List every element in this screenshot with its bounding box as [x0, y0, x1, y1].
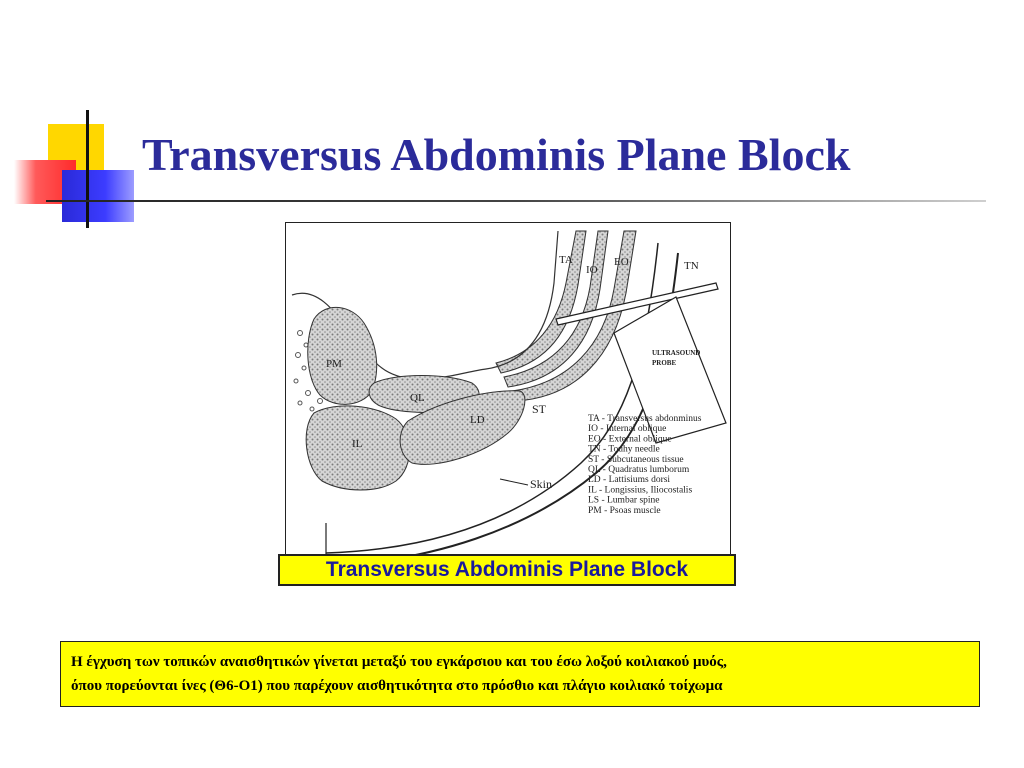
description-line-1: Η έγχυση των τοπικών αναισθητικών γίνετα…: [71, 654, 727, 670]
description-line-2: όπου πορεύονται ίνες (Θ6-Ο1) που παρέχου…: [71, 678, 723, 694]
anatomy-figure: TA IO EO TN PM QL IL LD ST Skin ULTRASOU…: [285, 222, 731, 586]
label-ta: TA: [559, 254, 573, 266]
legend-item: TA - Transversus abdonminus: [588, 414, 702, 424]
legend-item: IO - Internal oblique: [588, 424, 666, 434]
ornament-vertical-line: [86, 110, 89, 228]
legend-item: PM - Psoas muscle: [588, 506, 661, 516]
label-probe-2: PROBE: [652, 359, 676, 367]
label-il: IL: [352, 438, 363, 450]
anatomy-diagram: TA IO EO TN PM QL IL LD ST Skin ULTRASOU…: [291, 230, 727, 568]
touhy-needle: [555, 282, 719, 326]
legend-item: ST - Subcutaneous tissue: [588, 455, 684, 465]
label-eo: EO: [614, 256, 629, 268]
label-skin: Skin: [530, 477, 552, 491]
psoas-muscle: [307, 306, 378, 405]
ornament-blue-square: [62, 170, 134, 222]
legend-item: IL - Longissius, Iliocostalis: [588, 485, 692, 495]
figure-caption-box: Transversus Abdominis Plane Block: [278, 554, 736, 586]
slide-title: Transversus Abdominis Plane Block: [142, 129, 851, 180]
internal-oblique: [503, 230, 609, 388]
legend-item: EO - External oblique: [588, 434, 672, 444]
iliocostalis-longissimus: [305, 405, 410, 491]
transversus-abdominis: [495, 230, 587, 374]
ultrasound-probe: [613, 296, 727, 444]
label-ql: QL: [410, 392, 425, 404]
label-tn: TN: [684, 260, 699, 272]
title-underline: [46, 200, 986, 202]
label-io: IO: [586, 264, 598, 276]
legend-item: TN - Touhy needle: [588, 445, 660, 455]
description-box: Η έγχυση των τοπικών αναισθητικών γίνετα…: [60, 641, 980, 707]
legend-item: QL - Quadratus lumborum: [588, 465, 690, 475]
label-st: ST: [532, 402, 547, 416]
label-probe-1: ULTRASOUND: [652, 349, 700, 357]
external-oblique: [511, 230, 637, 402]
label-pm: PM: [326, 358, 342, 370]
label-ld: LD: [470, 414, 485, 426]
legend-item: LD - Lattisiums dorsi: [588, 475, 670, 485]
legend-item: LS - Lumbar spine: [588, 496, 660, 506]
figure-caption: Transversus Abdominis Plane Block: [325, 558, 689, 581]
latissimus-dorsi: [399, 390, 526, 465]
